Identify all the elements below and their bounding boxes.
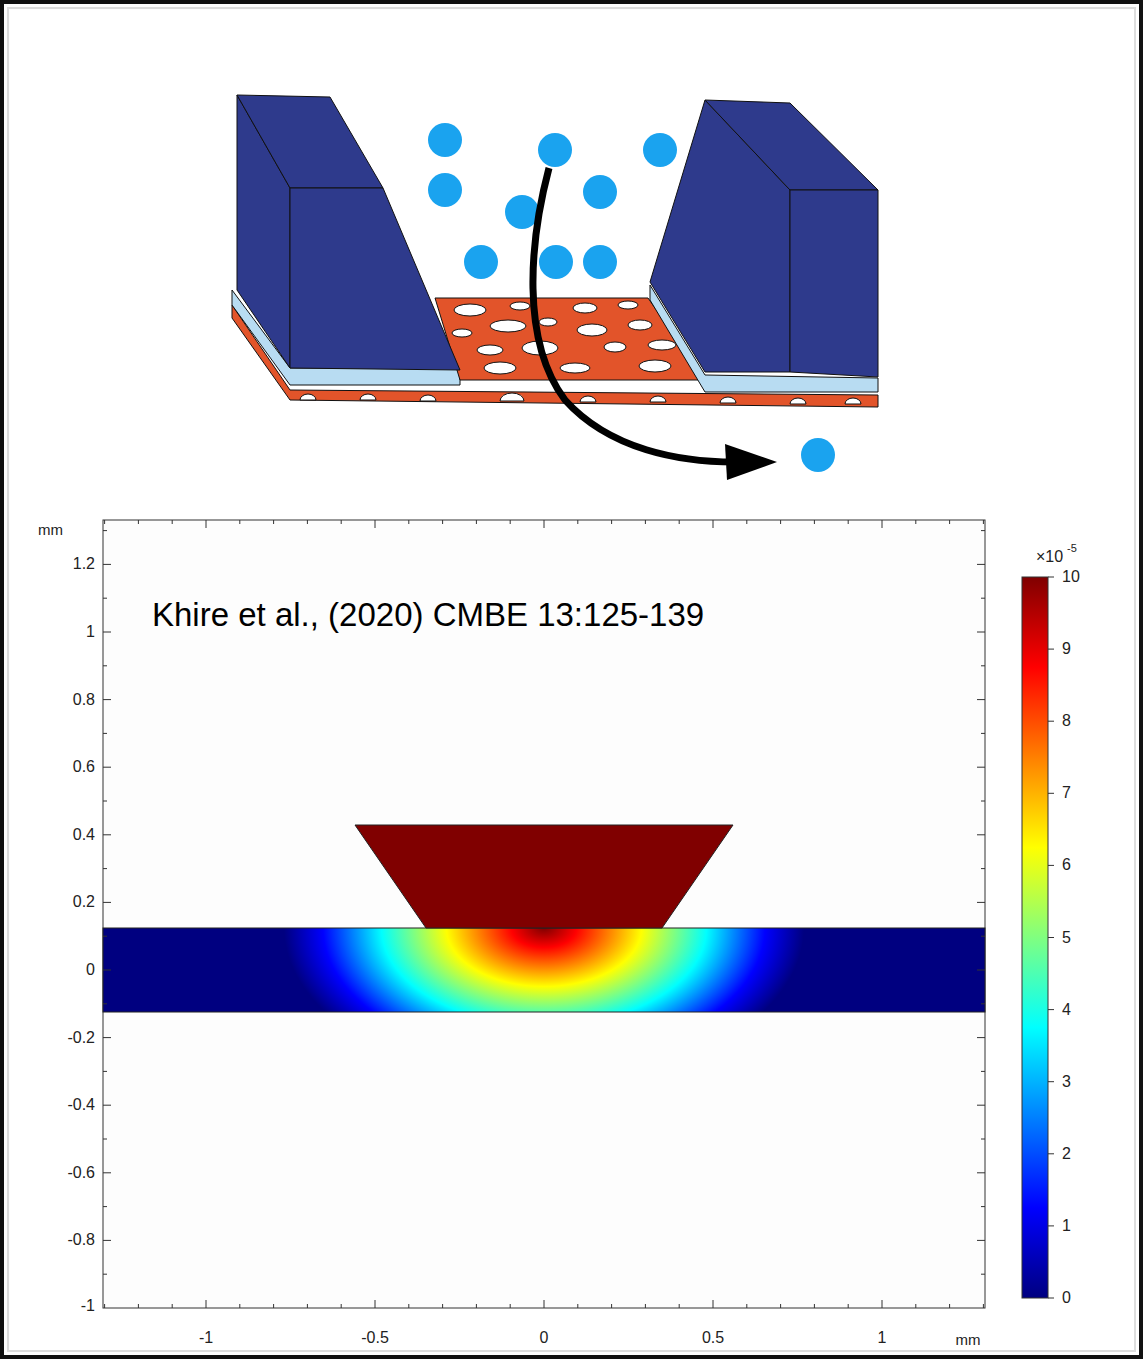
reservoir [355, 825, 733, 928]
scale-exponent: -5 [1067, 542, 1077, 554]
edge-notches [300, 393, 861, 404]
tick-label: -0.4 [67, 1096, 95, 1114]
membrane-sketch [232, 95, 878, 480]
tick-label: -0.2 [67, 1029, 95, 1047]
colorbar [1022, 577, 1048, 1298]
colorbar-label: 4 [1062, 1001, 1071, 1019]
colorbar-label: 8 [1062, 712, 1071, 730]
membrane-outline [103, 928, 985, 1012]
tick-label: 0.6 [73, 758, 95, 776]
inner-frame [8, 8, 1135, 1351]
tick-label: 1 [86, 623, 95, 641]
colorbar-label: 3 [1062, 1073, 1071, 1091]
tick-label: -0.8 [67, 1231, 95, 1249]
citation: Khire et al., (2020) CMBE 13:125-139 [152, 597, 704, 633]
molecules [428, 123, 835, 472]
scale-factor: ×10 [1036, 548, 1063, 566]
plot-area [103, 520, 985, 1308]
flux-arrow [533, 168, 735, 462]
tick-label: 0 [86, 961, 95, 979]
arrowhead [725, 444, 777, 480]
tick-label: 1.2 [73, 555, 95, 573]
colorbar-label: 6 [1062, 857, 1071, 875]
colorbar-label: 0 [1062, 1289, 1071, 1307]
tick-label: 0.4 [73, 826, 95, 844]
colorbar-label: 9 [1062, 640, 1071, 658]
block-right [650, 100, 878, 377]
tick-label: -0.5 [361, 1329, 389, 1347]
colorbar-label: 10 [1062, 568, 1080, 586]
colorbar-label: 7 [1062, 785, 1071, 803]
colorbar-label: 1 [1062, 1217, 1071, 1235]
tick-label: 0.5 [702, 1329, 724, 1347]
block-left [237, 95, 460, 370]
tick-label: -1 [199, 1329, 213, 1347]
tick-label: 0.2 [73, 893, 95, 911]
axis-unit: mm [38, 522, 63, 539]
tick-label: -1 [81, 1297, 95, 1315]
tick-label: 0 [540, 1329, 549, 1347]
colorbar-label: 5 [1062, 929, 1071, 947]
membrane-field [103, 928, 985, 1012]
tick-label: -0.6 [67, 1164, 95, 1182]
pores [452, 301, 676, 374]
axis-unit: mm [956, 1332, 981, 1349]
tick-label: 1 [878, 1329, 887, 1347]
tick-label: 0.8 [73, 691, 95, 709]
colorbar-label: 2 [1062, 1145, 1071, 1163]
axis-ticks [103, 520, 1054, 1308]
